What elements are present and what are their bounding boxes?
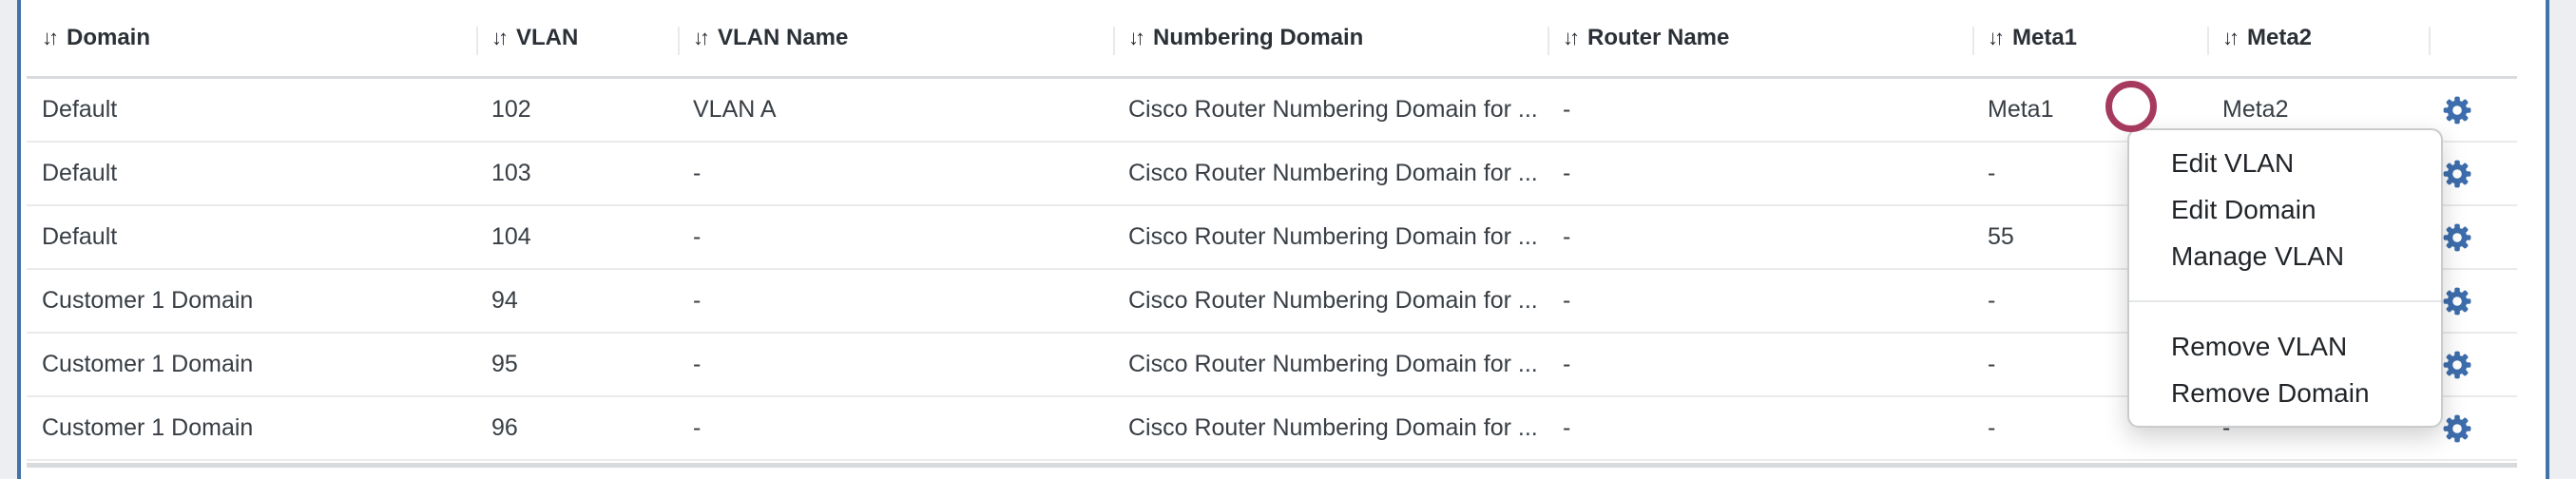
col-header-label: Router Name bbox=[1587, 25, 1730, 50]
sort-icon: ↓↑ bbox=[1563, 26, 1580, 49]
row-actions-button[interactable] bbox=[2442, 221, 2474, 254]
gear-icon bbox=[2442, 286, 2474, 316]
cell-vlan: 102 bbox=[476, 77, 678, 143]
table-row: Customer 1 Domain 94 - Cisco Router Numb… bbox=[27, 269, 2517, 334]
sort-icon: ↓↑ bbox=[491, 26, 509, 49]
menu-item-manage-vlan[interactable]: Manage VLAN bbox=[2171, 241, 2345, 271]
cell-actions bbox=[2429, 396, 2517, 461]
col-header-meta2[interactable]: ↓↑ Meta2 bbox=[2207, 0, 2429, 79]
cell-vlan-name: - bbox=[678, 142, 1113, 206]
col-header-label: VLAN bbox=[516, 25, 579, 50]
sort-icon: ↓↑ bbox=[2222, 26, 2240, 49]
cell-actions bbox=[2429, 205, 2517, 270]
row-actions-button[interactable] bbox=[2442, 94, 2474, 126]
col-header-numbering-domain[interactable]: ↓↑ Numbering Domain bbox=[1113, 0, 1548, 79]
cell-numbering-domain: Cisco Router Numbering Domain for ... bbox=[1113, 396, 1548, 461]
gear-icon bbox=[2442, 413, 2474, 444]
cell-numbering-domain: Cisco Router Numbering Domain for ... bbox=[1113, 205, 1548, 270]
col-header-vlan[interactable]: ↓↑ VLAN bbox=[476, 0, 678, 79]
col-header-label: Domain bbox=[67, 25, 151, 50]
menu-item-edit-vlan[interactable]: Edit VLAN bbox=[2171, 148, 2295, 178]
cell-domain: Default bbox=[27, 142, 476, 206]
cell-actions bbox=[2429, 333, 2517, 397]
col-header-vlan-name[interactable]: ↓↑ VLAN Name bbox=[678, 0, 1113, 79]
col-header-label: Numbering Domain bbox=[1153, 25, 1364, 50]
col-header-actions bbox=[2429, 0, 2517, 79]
cell-actions bbox=[2429, 269, 2517, 334]
col-header-label: VLAN Name bbox=[718, 25, 849, 50]
gear-icon bbox=[2442, 222, 2474, 253]
row-actions-button[interactable] bbox=[2442, 412, 2474, 445]
cell-domain: Default bbox=[27, 205, 476, 270]
cell-vlan: 103 bbox=[476, 142, 678, 206]
cell-numbering-domain: Cisco Router Numbering Domain for ... bbox=[1113, 269, 1548, 334]
cell-numbering-domain: Cisco Router Numbering Domain for ... bbox=[1113, 77, 1548, 143]
cell-router-name: - bbox=[1548, 396, 1972, 461]
cell-actions bbox=[2429, 142, 2517, 206]
click-annotation-circle bbox=[2105, 81, 2157, 132]
menu-divider bbox=[2129, 300, 2441, 302]
cell-vlan-name: VLAN A bbox=[678, 77, 1113, 143]
col-header-label: Meta1 bbox=[2012, 25, 2078, 50]
row-actions-button[interactable] bbox=[2442, 349, 2474, 381]
gear-icon bbox=[2442, 350, 2474, 380]
table-header: ↓↑ Domain ↓↑ VLAN ↓↑ VLAN Name ↓↑ Numbering … bbox=[27, 0, 2517, 79]
cell-router-name: - bbox=[1548, 269, 1972, 334]
row-actions-menu: Edit VLAN Edit Domain Manage VLAN Remove… bbox=[2127, 128, 2443, 428]
cell-vlan-name: - bbox=[678, 333, 1113, 397]
sort-icon: ↓↑ bbox=[1988, 26, 2005, 49]
cell-domain: Default bbox=[27, 77, 476, 143]
cell-router-name: - bbox=[1548, 77, 1972, 143]
cell-vlan: 96 bbox=[476, 396, 678, 461]
menu-group-secondary: Remove VLAN Remove Domain bbox=[2129, 302, 2441, 426]
cell-vlan-name: - bbox=[678, 269, 1113, 334]
cell-numbering-domain: Cisco Router Numbering Domain for ... bbox=[1113, 142, 1548, 206]
sort-icon: ↓↑ bbox=[693, 26, 710, 49]
gear-icon bbox=[2442, 95, 2474, 125]
row-actions-button[interactable] bbox=[2442, 285, 2474, 317]
cell-vlan: 94 bbox=[476, 269, 678, 334]
gear-icon bbox=[2442, 159, 2474, 189]
row-actions-button[interactable] bbox=[2442, 158, 2474, 190]
col-header-label: Meta2 bbox=[2247, 25, 2313, 50]
cell-domain: Customer 1 Domain bbox=[27, 333, 476, 397]
cell-actions bbox=[2429, 77, 2517, 143]
table-row: Default 102 VLAN A Cisco Router Numberin… bbox=[27, 77, 2517, 143]
cell-domain: Customer 1 Domain bbox=[27, 396, 476, 461]
col-header-domain[interactable]: ↓↑ Domain bbox=[27, 0, 476, 79]
cell-vlan-name: - bbox=[678, 396, 1113, 461]
col-header-meta1[interactable]: ↓↑ Meta1 bbox=[1972, 0, 2207, 79]
cell-vlan: 95 bbox=[476, 333, 678, 397]
menu-item-edit-domain[interactable]: Edit Domain bbox=[2171, 195, 2316, 224]
cell-domain: Customer 1 Domain bbox=[27, 269, 476, 334]
col-header-router-name[interactable]: ↓↑ Router Name bbox=[1548, 0, 1972, 79]
table-bottom-rule bbox=[27, 463, 2517, 468]
cell-vlan-name: - bbox=[678, 205, 1113, 270]
cell-router-name: - bbox=[1548, 333, 1972, 397]
sort-icon: ↓↑ bbox=[1128, 26, 1145, 49]
sort-icon: ↓↑ bbox=[42, 26, 59, 49]
cell-numbering-domain: Cisco Router Numbering Domain for ... bbox=[1113, 333, 1548, 397]
cell-router-name: - bbox=[1548, 205, 1972, 270]
menu-item-remove-domain[interactable]: Remove Domain bbox=[2171, 378, 2370, 408]
menu-item-remove-vlan[interactable]: Remove VLAN bbox=[2171, 332, 2348, 361]
cell-vlan: 104 bbox=[476, 205, 678, 270]
menu-group-primary: Edit VLAN Edit Domain Manage VLAN bbox=[2129, 130, 2441, 300]
cell-router-name: - bbox=[1548, 142, 1972, 206]
